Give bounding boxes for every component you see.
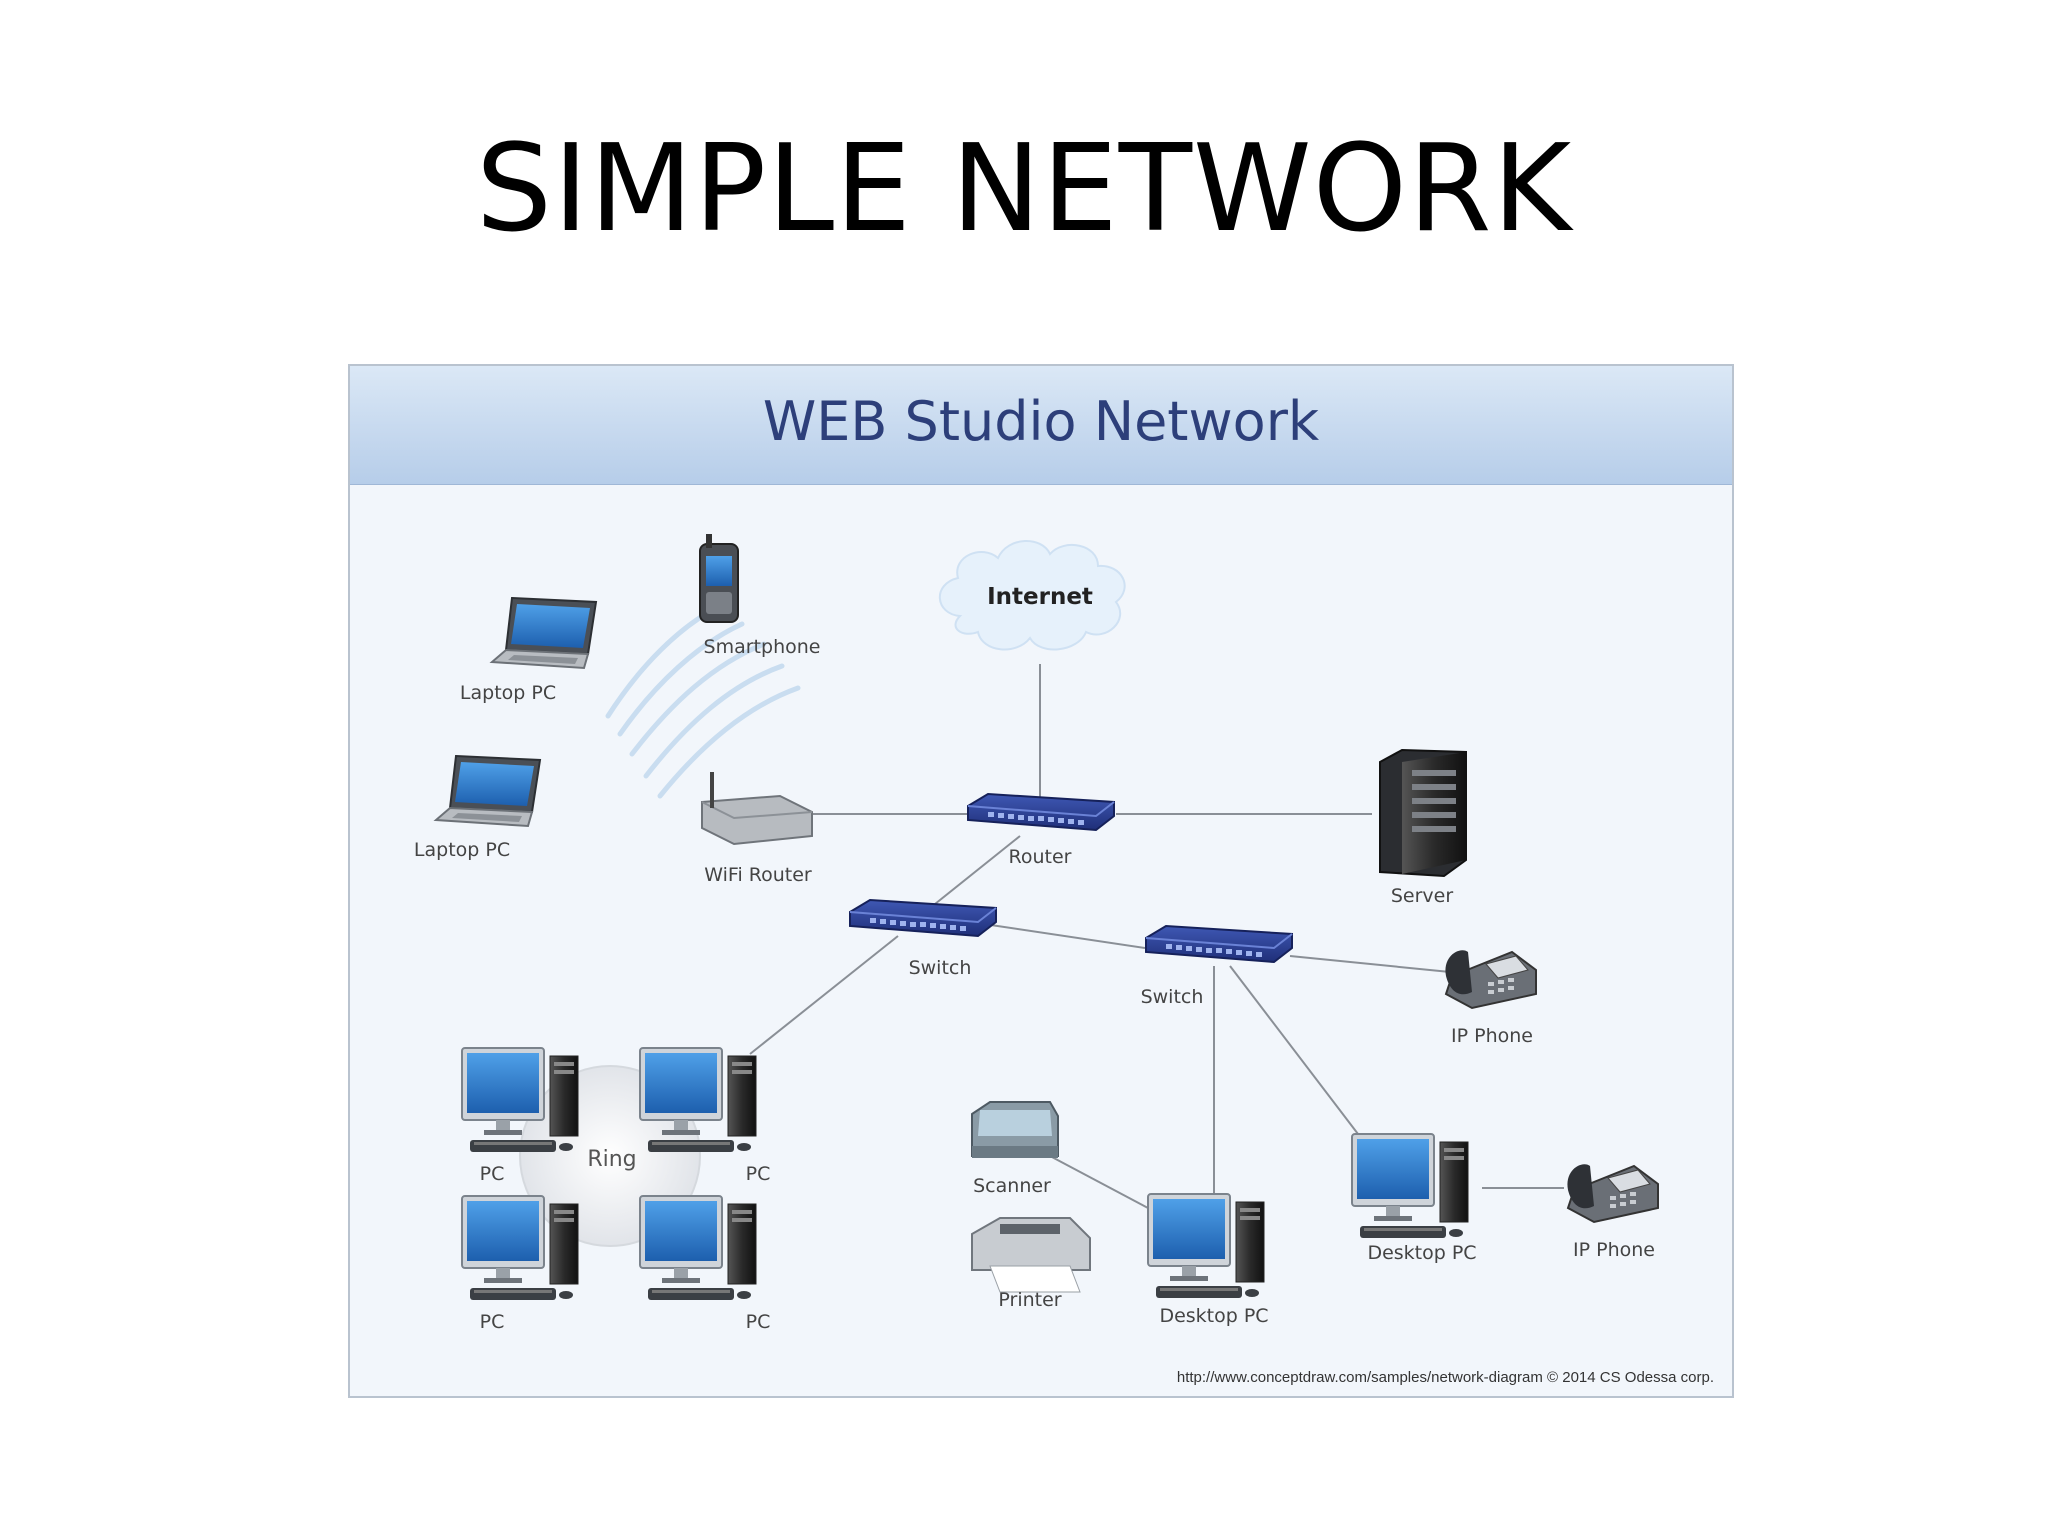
- pc-label: PC: [480, 1163, 505, 1185]
- diagram-credit: http://www.conceptdraw.com/samples/netwo…: [1177, 1369, 1714, 1386]
- network-canvas: Internet Smartphone Laptop PC Laptop PC …: [414, 534, 1714, 1386]
- smartphone-icon: [699, 534, 739, 623]
- desktop-pc-icon: [1351, 1133, 1469, 1239]
- ip-phone-label: IP Phone: [1573, 1239, 1655, 1261]
- switch-label: Switch: [1141, 986, 1204, 1008]
- laptop-icon: [435, 755, 541, 827]
- printer-label: Printer: [998, 1289, 1061, 1311]
- ring-label: Ring: [587, 1147, 636, 1172]
- server-label: Server: [1391, 885, 1453, 907]
- network-diagram: WEB Studio Network: [348, 364, 1734, 1398]
- router-label: Router: [1009, 846, 1072, 868]
- ip-phone-icon: [1444, 949, 1537, 1009]
- desktop-pc-label: Desktop PC: [1159, 1305, 1268, 1327]
- laptop-label: Laptop PC: [460, 682, 556, 704]
- pc-label: PC: [746, 1163, 771, 1185]
- internet-cloud-icon: Internet: [938, 540, 1126, 651]
- desktop-pc-label: Desktop PC: [1367, 1242, 1476, 1264]
- pc-label: PC: [480, 1311, 505, 1333]
- switch-label: Switch: [909, 957, 972, 979]
- scanner-icon: [971, 1101, 1059, 1158]
- wifi-router-label: WiFi Router: [704, 864, 812, 886]
- ip-phone-icon: [1566, 1163, 1659, 1223]
- connection-lines: [749, 664, 1564, 1209]
- desktop-pc-icon: [1147, 1193, 1265, 1299]
- diagram-title: WEB Studio Network: [762, 390, 1320, 453]
- pc-icon: [461, 1047, 579, 1153]
- ip-phone-label: IP Phone: [1451, 1025, 1533, 1047]
- pc-label: PC: [746, 1311, 771, 1333]
- server-icon: [1379, 748, 1467, 878]
- printer-icon: [971, 1217, 1091, 1293]
- wifi-router-icon: [701, 772, 813, 846]
- scanner-label: Scanner: [973, 1175, 1051, 1197]
- router-icon: [967, 793, 1115, 831]
- switch-icon: [849, 899, 997, 937]
- wifi-signal-icon: [605, 603, 801, 799]
- pc-icon: [461, 1195, 579, 1301]
- internet-label: Internet: [987, 584, 1093, 610]
- slide-title: SIMPLE NETWORK: [475, 120, 1573, 259]
- laptop-icon: [491, 597, 597, 669]
- pc-icon: [639, 1195, 757, 1301]
- diagram-header: WEB Studio Network: [350, 366, 1732, 485]
- smartphone-label: Smartphone: [704, 636, 821, 658]
- laptop-label: Laptop PC: [414, 839, 510, 861]
- switch-icon: [1145, 925, 1293, 963]
